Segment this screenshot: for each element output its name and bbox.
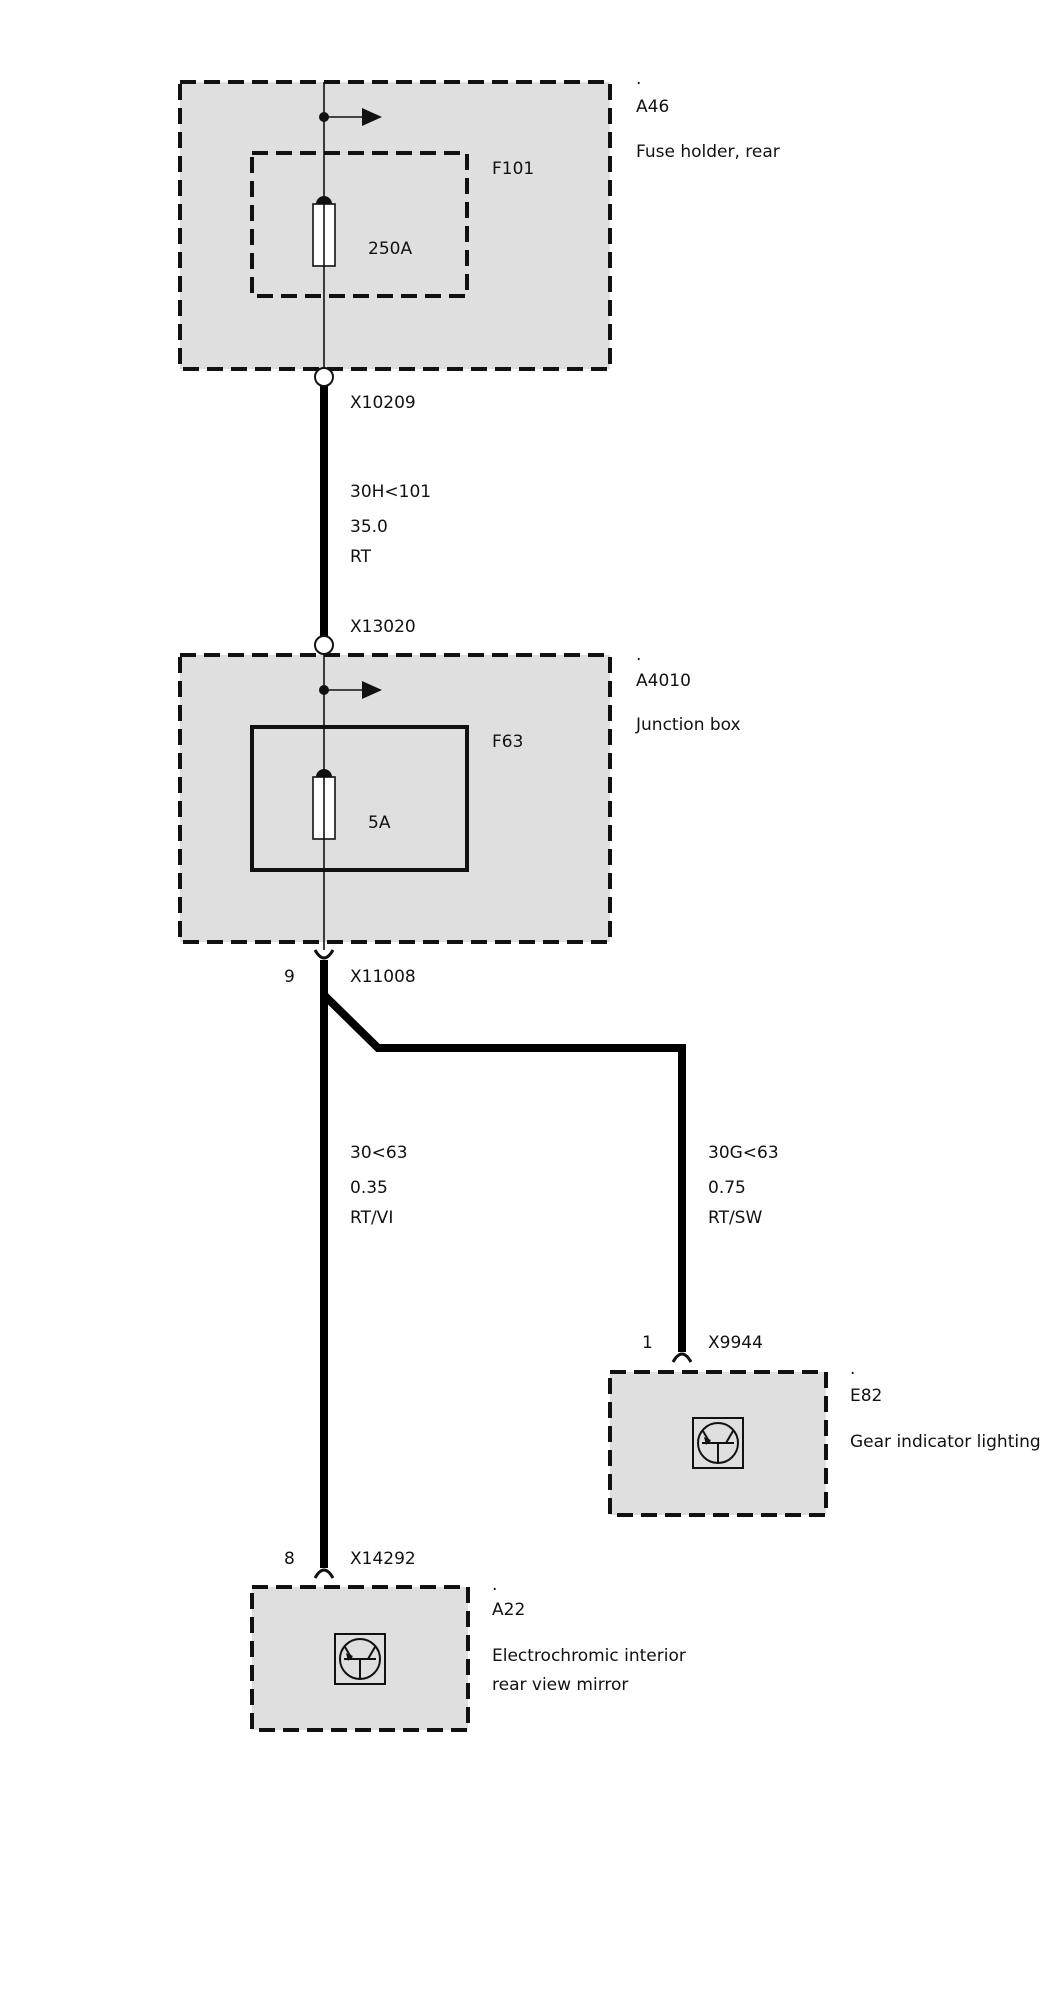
lamp-symbol-icon (334, 1633, 386, 1685)
connector-x14292-label: X14292 (350, 1549, 416, 1569)
wire-left-color: RT/VI (350, 1208, 393, 1228)
e82-dot: . (850, 1359, 855, 1379)
component-a4010: . A4010 Junction box F63 5A (178, 645, 741, 950)
component-a22: . A22 Electrochromic interior rear view … (250, 1575, 686, 1732)
connector-x11008 (313, 949, 335, 960)
connector-x9944 (671, 1352, 693, 1363)
e82-desc: Gear indicator lighting (850, 1432, 1041, 1452)
arrow-right-icon (324, 681, 382, 699)
wire-right-color: RT/SW (708, 1208, 762, 1228)
a46-housing (178, 80, 612, 371)
wire-left-circuit: 30<63 (350, 1143, 408, 1163)
a22-dot: . (492, 1575, 497, 1595)
wire-right-circuit: 30G<63 (708, 1143, 779, 1163)
connector-x10209-label: X10209 (350, 393, 416, 413)
a22-desc-line2: rear view mirror (492, 1675, 628, 1695)
f63-rating: 5A (368, 813, 391, 833)
connector-x14292 (313, 1568, 335, 1579)
fuse-icon (312, 196, 336, 267)
wire-left-size: 0.35 (350, 1178, 388, 1198)
component-e82: . E82 Gear indicator lighting (608, 1359, 1041, 1517)
a46-code: A46 (636, 97, 669, 117)
f101-housing (250, 151, 469, 298)
connector-x13020-label: X13020 (350, 617, 416, 637)
f63-code: F63 (492, 732, 523, 752)
connector-x9944-pin: 1 (642, 1333, 653, 1353)
a46-dot: . (636, 69, 641, 89)
a4010-dot: . (636, 645, 641, 665)
a46-desc: Fuse holder, rear (636, 142, 780, 162)
wire-30g-63 (321, 992, 686, 1352)
connector-x11008-pin: 9 (284, 967, 295, 987)
a22-code: A22 (492, 1600, 525, 1620)
f101-rating: 250A (368, 239, 412, 259)
connector-x14292-pin: 8 (284, 1549, 295, 1569)
a4010-desc: Junction box (635, 715, 741, 735)
wire-main-color: RT (350, 547, 372, 567)
wire-right-size: 0.75 (708, 1178, 746, 1198)
a4010-housing (178, 653, 612, 944)
a22-desc-line1: Electrochromic interior (492, 1646, 686, 1666)
a4010-code: A4010 (636, 671, 691, 691)
wire-main-circuit: 30H<101 (350, 482, 431, 502)
arrow-right-icon (324, 108, 382, 126)
connector-x13020 (314, 635, 334, 655)
connector-x11008-label: X11008 (350, 967, 416, 987)
f101-code: F101 (492, 159, 534, 179)
fuse-icon (312, 769, 336, 840)
f63-housing (250, 725, 469, 872)
e82-code: E82 (850, 1386, 882, 1406)
connector-x9944-label: X9944 (708, 1333, 763, 1353)
lamp-symbol-icon (692, 1417, 744, 1469)
component-a46: . A46 Fuse holder, rear F101 250A (178, 69, 780, 371)
wire-main-size: 35.0 (350, 517, 388, 537)
connector-x10209 (314, 367, 334, 387)
